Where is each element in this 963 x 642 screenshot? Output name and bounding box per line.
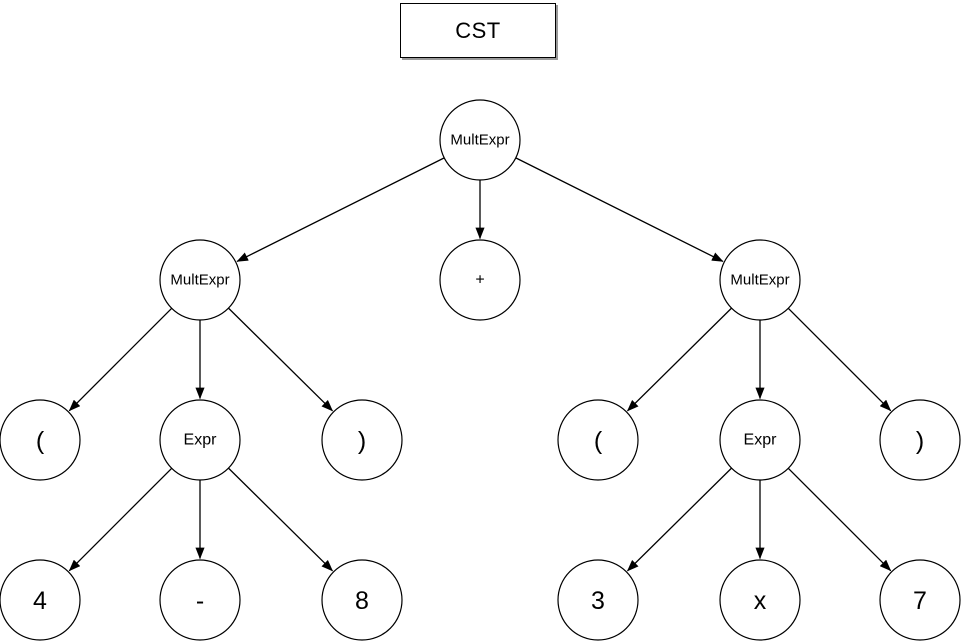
- node-label: MultExpr: [170, 272, 229, 289]
- node-circle: [0, 399, 81, 481]
- node-label: (: [594, 427, 603, 455]
- node-circle: [321, 399, 403, 481]
- node-label: -: [196, 587, 204, 615]
- node-label: (: [36, 427, 45, 455]
- node-circle: [719, 559, 801, 641]
- node-circle: [557, 559, 639, 641]
- node-circle: [439, 239, 521, 321]
- node-label: 4: [33, 587, 47, 615]
- tree-node-l-close[interactable]: ): [321, 399, 403, 481]
- node-label: x: [754, 587, 767, 615]
- diagram-title: CST: [455, 17, 501, 43]
- tree-node-r-close[interactable]: ): [879, 399, 961, 481]
- tree-edge: [515, 157, 724, 263]
- tree-edge: [626, 307, 732, 412]
- tree-edge: [228, 307, 334, 412]
- tree-edge: [68, 467, 173, 572]
- tree-node-four[interactable]: 4: [0, 559, 81, 641]
- node-label: ): [358, 427, 366, 455]
- node-circle: [321, 559, 403, 641]
- node-circle: [159, 559, 241, 641]
- node-circle: [719, 239, 801, 321]
- node-circle: [879, 559, 961, 641]
- node-label: Expr: [184, 432, 218, 449]
- node-label: Expr: [744, 432, 778, 449]
- tree-node-l-expr[interactable]: Expr: [159, 399, 241, 481]
- node-label: 7: [913, 587, 927, 615]
- node-label: 3: [591, 587, 605, 615]
- tree-node-r-expr[interactable]: Expr: [719, 399, 801, 481]
- node-label: MultExpr: [730, 272, 789, 289]
- tree-node-three[interactable]: 3: [557, 559, 639, 641]
- tree-nodes: MultExprMultExpr+MultExpr(Expr)(Expr)4-8…: [0, 99, 961, 641]
- node-circle: [159, 399, 241, 481]
- node-circle: [439, 99, 521, 181]
- title-box: CST: [400, 3, 556, 58]
- tree-node-minus[interactable]: -: [159, 559, 241, 641]
- node-circle: [719, 399, 801, 481]
- node-label: +: [475, 272, 484, 289]
- node-circle: [879, 399, 961, 481]
- node-label: MultExpr: [450, 132, 509, 149]
- tree-node-seven[interactable]: 7: [879, 559, 961, 641]
- node-circle: [0, 559, 81, 641]
- node-label: 8: [355, 587, 369, 615]
- tree-node-plus[interactable]: +: [439, 239, 521, 321]
- tree-edge: [787, 467, 892, 572]
- tree-edge: [626, 467, 732, 572]
- tree-node-eight[interactable]: 8: [321, 559, 403, 641]
- node-circle: [159, 239, 241, 321]
- tree-node-root[interactable]: MultExpr: [439, 99, 521, 181]
- tree-edge: [68, 307, 173, 412]
- tree-node-l-mult[interactable]: MultExpr: [159, 239, 241, 321]
- tree-edge: [228, 467, 334, 572]
- tree-edges: [68, 157, 892, 572]
- node-label: ): [916, 427, 924, 455]
- tree-node-r-mult[interactable]: MultExpr: [719, 239, 801, 321]
- node-circle: [557, 399, 639, 481]
- tree-edge: [236, 157, 445, 263]
- tree-edge: [787, 307, 892, 412]
- tree-node-xvar[interactable]: x: [719, 559, 801, 641]
- tree-node-l-open[interactable]: (: [0, 399, 81, 481]
- tree-node-r-open[interactable]: (: [557, 399, 639, 481]
